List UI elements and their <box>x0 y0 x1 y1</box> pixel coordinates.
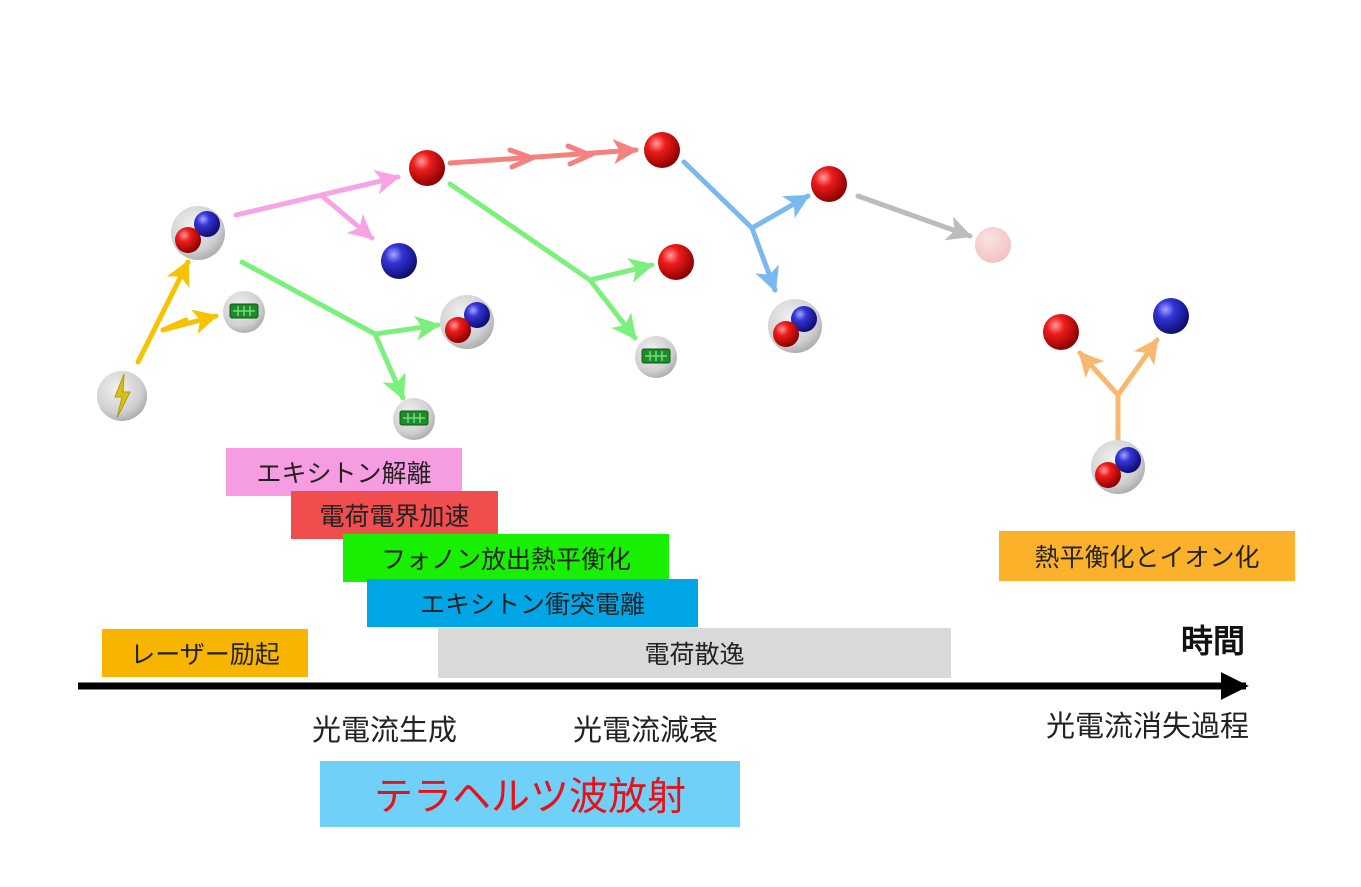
photon-icon <box>97 371 147 421</box>
arrow-phonon-2-phonon <box>587 277 638 341</box>
time-axis-label: 時間 <box>1181 622 1246 660</box>
arrow-acceleration <box>447 139 639 166</box>
arrow-acceleration-chevron-1 <box>507 147 539 170</box>
exciton-icon <box>171 206 225 260</box>
electron-icon <box>644 132 680 168</box>
phase-thermal-ionization: 熱平衡化とイオン化 <box>999 531 1295 581</box>
hole-icon <box>381 243 417 279</box>
arrow-laser-to-exciton <box>135 259 191 365</box>
exciton-icon <box>768 299 822 353</box>
phonon-icon <box>393 398 435 440</box>
arrow-phonon-emission-1 <box>239 259 378 337</box>
phase-charge-acceleration: 電荷電界加速 <box>291 491 498 539</box>
arrow-acceleration-chevron-2 <box>565 143 597 167</box>
arrow-dissociation-electron <box>233 169 401 218</box>
arrow-dissociation-hole <box>319 193 375 241</box>
arrow-phonon-1-phonon <box>372 331 406 401</box>
arrow-phonon-2-electron <box>587 258 655 283</box>
phase-exciton-dissociation: エキシトン解離 <box>226 448 462 496</box>
electron-icon <box>1043 314 1079 350</box>
electron-icon <box>811 166 847 202</box>
arrow-diffusion <box>855 193 973 241</box>
phase-phonon-thermalization: フォノン放出熱平衡化 <box>343 534 669 582</box>
phonon-icon <box>223 291 265 333</box>
hole-icon <box>1153 298 1189 334</box>
phase-exciton-collision: エキシトン衝突電離 <box>367 579 698 627</box>
electron-icon <box>658 244 694 280</box>
arrow-collision-electron <box>749 193 811 231</box>
arrow-collision <box>681 159 755 231</box>
electron-icon <box>409 150 445 186</box>
arrow-phonon-1-exciton <box>372 315 441 341</box>
arrow-phonon-emission-2 <box>447 181 593 283</box>
terahertz-emission-label: テラヘルツ波放射 <box>373 775 686 820</box>
caption-photocurrent-decay: 光電流減衰 <box>573 713 719 747</box>
arrow-laser-branch <box>160 317 189 333</box>
terahertz-emission-box: テラヘルツ波放射 <box>320 761 740 827</box>
exciton-icon <box>1091 440 1145 494</box>
exciton-icon <box>440 295 494 349</box>
electron-icon-faded <box>975 227 1011 263</box>
arrow-ionization-electron <box>1077 350 1121 398</box>
phase-charge-diffusion: 電荷散逸 <box>438 628 951 678</box>
phase-laser-excitation: レーザー励起 <box>102 629 308 677</box>
caption-photocurrent-generation: 光電流生成 <box>312 713 458 747</box>
arrow-ionization-hole <box>1115 337 1160 398</box>
arrow-collision-exciton <box>749 225 779 293</box>
phonon-icon <box>635 336 677 378</box>
caption-photocurrent-disappearance: 光電流消失過程 <box>1046 709 1250 743</box>
